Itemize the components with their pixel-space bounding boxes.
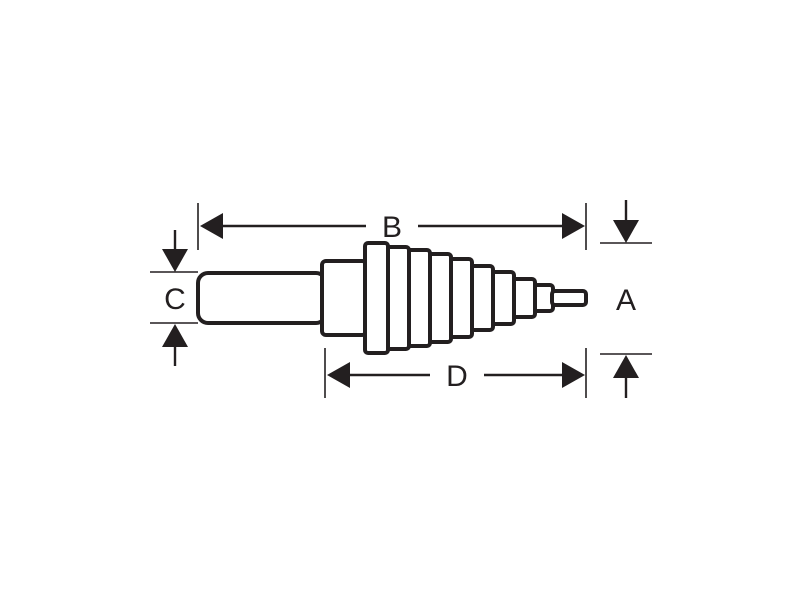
drill-collar — [320, 259, 368, 337]
dimension-a: A — [600, 200, 652, 398]
dimension-b-label: B — [382, 211, 402, 244]
dimension-d-arrow-left — [327, 362, 350, 388]
drill-step-1 — [363, 241, 390, 355]
dimension-c-arrow-up — [162, 324, 188, 347]
drill-shank — [196, 271, 328, 325]
dimension-c-label: C — [164, 283, 186, 316]
dimension-b: B — [197, 203, 587, 250]
dimension-b-arrow-left — [200, 213, 223, 239]
step-drill-bit — [196, 241, 588, 355]
drill-tip — [550, 289, 588, 307]
dimension-a-label: A — [616, 284, 636, 317]
dimension-a-arrow-down — [613, 220, 639, 243]
dimension-d: D — [324, 348, 587, 398]
dimension-b-arrow-right — [562, 213, 585, 239]
dimension-d-label: D — [446, 360, 468, 393]
dimension-a-arrow-up — [613, 355, 639, 378]
dimension-c: C — [150, 230, 198, 366]
dimension-c-arrow-down — [162, 249, 188, 272]
dimension-d-arrow-right — [562, 362, 585, 388]
